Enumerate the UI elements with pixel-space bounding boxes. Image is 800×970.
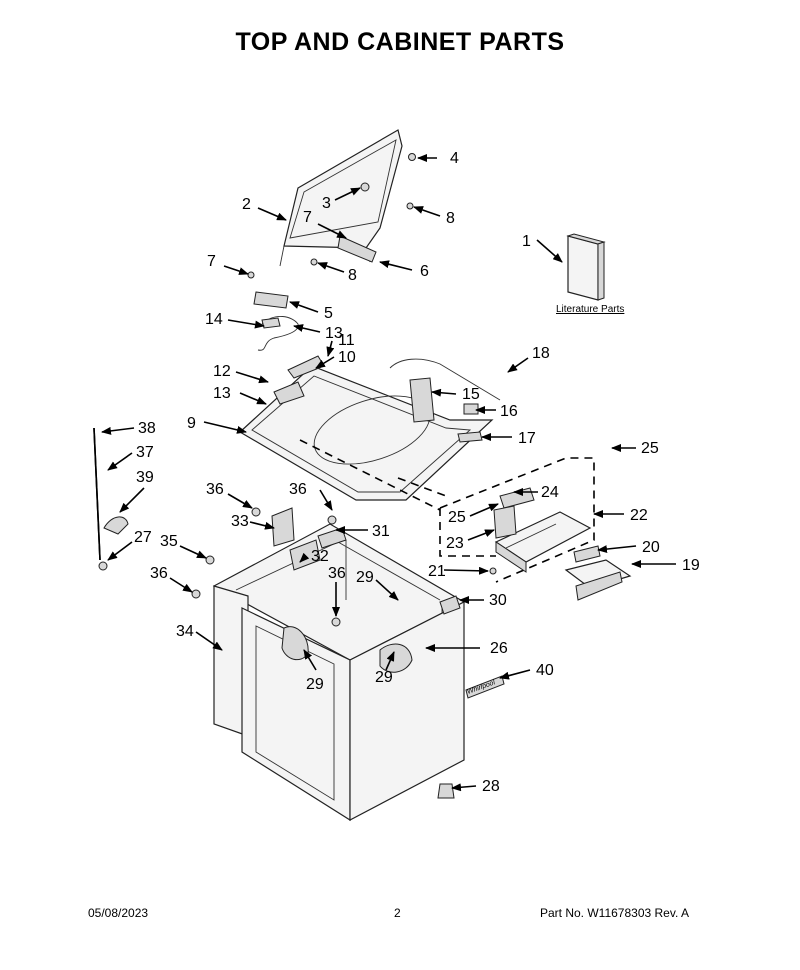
callout-36b: 36 — [289, 481, 307, 498]
callout-35: 35 — [160, 533, 178, 550]
wire-harness-part — [257, 316, 299, 351]
callout-13b: 13 — [213, 385, 231, 402]
callout-29c: 29 — [375, 669, 393, 686]
callout-9: 9 — [187, 415, 196, 432]
callout-13a: 13 — [325, 325, 343, 342]
callout-26: 26 — [490, 640, 508, 657]
cabinet-part — [191, 507, 505, 822]
callout-numbers: 4 3 2 8 7 6 8 7 5 14 13 11 10 12 13 9 15… — [134, 150, 700, 795]
callout-20: 20 — [642, 539, 660, 556]
callout-6: 6 — [420, 263, 429, 280]
callout-3: 3 — [322, 195, 331, 212]
callout-36a: 36 — [206, 481, 224, 498]
callout-29b: 29 — [306, 676, 324, 693]
lid-frame-part — [279, 129, 403, 267]
page-title: TOP AND CABINET PARTS — [235, 28, 565, 56]
callout-29a: 29 — [356, 569, 374, 586]
callout-1: 1 — [522, 233, 531, 250]
callout-12: 12 — [213, 363, 231, 380]
callout-14: 14 — [205, 311, 223, 328]
dashed-leader — [299, 439, 441, 511]
callout-24: 24 — [541, 484, 559, 501]
callout-34: 34 — [176, 623, 194, 640]
callout-11: 11 — [338, 332, 355, 349]
callout-27: 27 — [134, 529, 152, 546]
callout-19: 19 — [682, 557, 700, 574]
callout-23: 23 — [446, 535, 464, 552]
footer-date: 05/08/2023 — [88, 906, 149, 920]
callout-37: 37 — [136, 444, 154, 461]
exploded-parts-diagram: Whirlpool — [93, 129, 700, 822]
callout-33: 33 — [231, 513, 249, 530]
callout-25a: 25 — [641, 440, 659, 457]
callout-2: 2 — [242, 196, 251, 213]
callout-8b: 8 — [348, 267, 357, 284]
callout-39: 39 — [136, 469, 154, 486]
callout-18: 18 — [532, 345, 550, 362]
callout-10: 10 — [338, 349, 356, 366]
hinge-parts — [247, 153, 416, 309]
callout-25b: 25 — [448, 509, 466, 526]
callout-8a: 8 — [446, 210, 455, 227]
leader-lines — [101, 154, 676, 792]
control-board-part — [489, 487, 592, 575]
callout-22: 22 — [630, 507, 648, 524]
callout-36c: 36 — [150, 565, 168, 582]
callout-32: 32 — [311, 548, 329, 565]
drain-hose-left-part — [93, 427, 129, 571]
callout-28: 28 — [482, 778, 500, 795]
dispenser-drawer-part — [564, 545, 632, 601]
callout-16: 16 — [500, 403, 518, 420]
dashed-leader-2 — [397, 477, 447, 497]
callout-5: 5 — [324, 305, 333, 322]
callout-31: 31 — [372, 523, 390, 540]
callout-17: 17 — [518, 430, 536, 447]
drain-hose-part — [389, 358, 501, 443]
footer-part-number: Part No. W11678303 Rev. A — [540, 906, 689, 920]
callout-4: 4 — [450, 150, 459, 167]
callout-36d: 36 — [328, 565, 346, 582]
callout-21: 21 — [428, 563, 446, 580]
callout-7b: 7 — [207, 253, 216, 270]
callout-15: 15 — [462, 386, 480, 403]
literature-booklet — [566, 233, 606, 301]
callout-7a: 7 — [303, 209, 312, 226]
literature-parts-label: Literature Parts — [556, 304, 624, 315]
callout-30: 30 — [489, 592, 507, 609]
footer-page-number: 2 — [394, 906, 401, 920]
callout-40: 40 — [536, 662, 554, 679]
top-panel-part — [238, 355, 494, 501]
dashed-box — [439, 457, 595, 583]
callout-38: 38 — [138, 420, 156, 437]
dashed-box-left — [439, 508, 496, 557]
